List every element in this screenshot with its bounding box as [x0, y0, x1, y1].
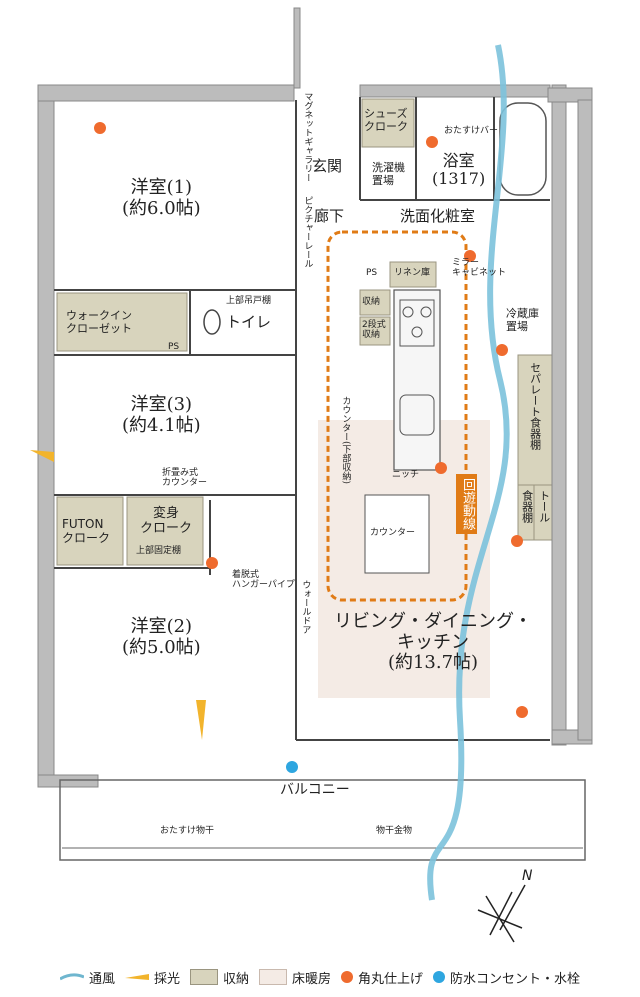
legend-item: 角丸仕上げ — [341, 968, 423, 987]
monohoshi: 物干金物 — [376, 826, 413, 836]
storage-shuno: 収納 — [362, 297, 381, 307]
legend-item: 通風 — [59, 968, 115, 987]
island-counter — [364, 494, 430, 574]
room-ldk: リビング・ダイニング・キッチン(約13.7帖) — [334, 611, 532, 674]
wall-door: ウォールドア — [300, 580, 311, 634]
storage-shokki: 食器棚 — [520, 490, 534, 523]
room-entrance: 玄関 — [312, 157, 343, 175]
kitchen-counter — [393, 289, 441, 471]
nidan-area — [359, 316, 391, 346]
legend-item: 採光 — [124, 968, 180, 987]
shoes-cloak-area — [361, 98, 415, 148]
legend-item: 防水コンセント・水栓 — [433, 968, 580, 987]
storage-nidan: 2段式収納 — [362, 320, 386, 341]
counter-under: カウンター(下部収納) — [340, 396, 351, 485]
washer-space: 洗濯機置場 — [372, 161, 405, 187]
linen-area — [389, 261, 437, 288]
storage-walkin: ウォークインクローゼット — [66, 309, 132, 335]
toilet-bowl — [203, 309, 221, 335]
upper-cabinet: 上部吊戸棚 — [226, 296, 272, 306]
compass-icon — [477, 884, 526, 943]
room-balcony: バルコニー — [280, 782, 350, 798]
circulation-label: 回遊動線 — [456, 474, 477, 534]
waterproof-dot — [433, 971, 446, 983]
storage-swatch — [189, 969, 218, 985]
magnet-gallery: マグネットギャラリー — [302, 92, 313, 182]
storage-henshin: 変身クローク — [140, 506, 193, 536]
storage-shoes: シューズクローク — [364, 107, 408, 133]
henshin-cloak-area — [126, 496, 204, 566]
separate-shelf-area — [517, 354, 553, 486]
folding-counter: 折畳み式カウンター — [162, 468, 208, 489]
circulation-route — [326, 230, 468, 602]
otasuke-dry: おたすけ物干 — [160, 826, 215, 836]
storage-tall: トール — [537, 490, 551, 523]
counter: カウンター — [370, 528, 416, 538]
hanger-pipe: 着脱式ハンガーパイプ — [232, 570, 295, 591]
wind-icon — [59, 973, 84, 981]
room-western2: 洋室(2)(約5.0帖) — [122, 616, 201, 658]
ps-label-2: PS — [168, 342, 180, 352]
stove — [399, 299, 435, 347]
fridge-space: 冷蔵庫置場 — [506, 307, 539, 333]
north-label: N — [522, 868, 533, 884]
sink — [399, 394, 435, 436]
floor-heating-swatch — [259, 969, 287, 985]
upper-shelf: 上部固定棚 — [136, 546, 182, 556]
legend-item: 床暖房 — [259, 968, 331, 987]
futon-cloak-area — [56, 496, 124, 566]
room-hallway: 廊下 — [314, 207, 345, 225]
wind-path — [427, 44, 510, 901]
shuno-area — [359, 289, 391, 316]
ps-label-1: PS — [366, 268, 378, 278]
storage-separate: セパレート食器棚 — [528, 362, 542, 450]
picture-rail: ピクチャーレール — [302, 196, 313, 268]
light-icon — [124, 974, 149, 980]
niche: ニッチ — [392, 470, 420, 480]
bathtub — [499, 102, 547, 196]
room-toilet: トイレ — [226, 313, 272, 331]
otasuke-bar: おたすけバー — [444, 126, 499, 136]
room-western1: 洋室(1)(約6.0帖) — [122, 177, 201, 219]
room-western3: 洋室(3)(約4.1帖) — [122, 394, 201, 436]
room-bath: 浴室(1317) — [432, 151, 486, 189]
legend: 通風 採光 収納 床暖房 角丸仕上げ 防水コンセント・水栓 — [0, 962, 640, 992]
rounded-corner-dot — [341, 971, 354, 983]
storage-linen: リネン庫 — [394, 268, 431, 278]
legend-item: 収納 — [189, 968, 249, 987]
mirror-cabinet: ミラーキャビネット — [452, 258, 507, 279]
walkin-closet-area — [56, 292, 188, 352]
room-washroom: 洗面化粧室 — [400, 207, 476, 225]
waterproof-outlet-dot — [286, 761, 298, 773]
